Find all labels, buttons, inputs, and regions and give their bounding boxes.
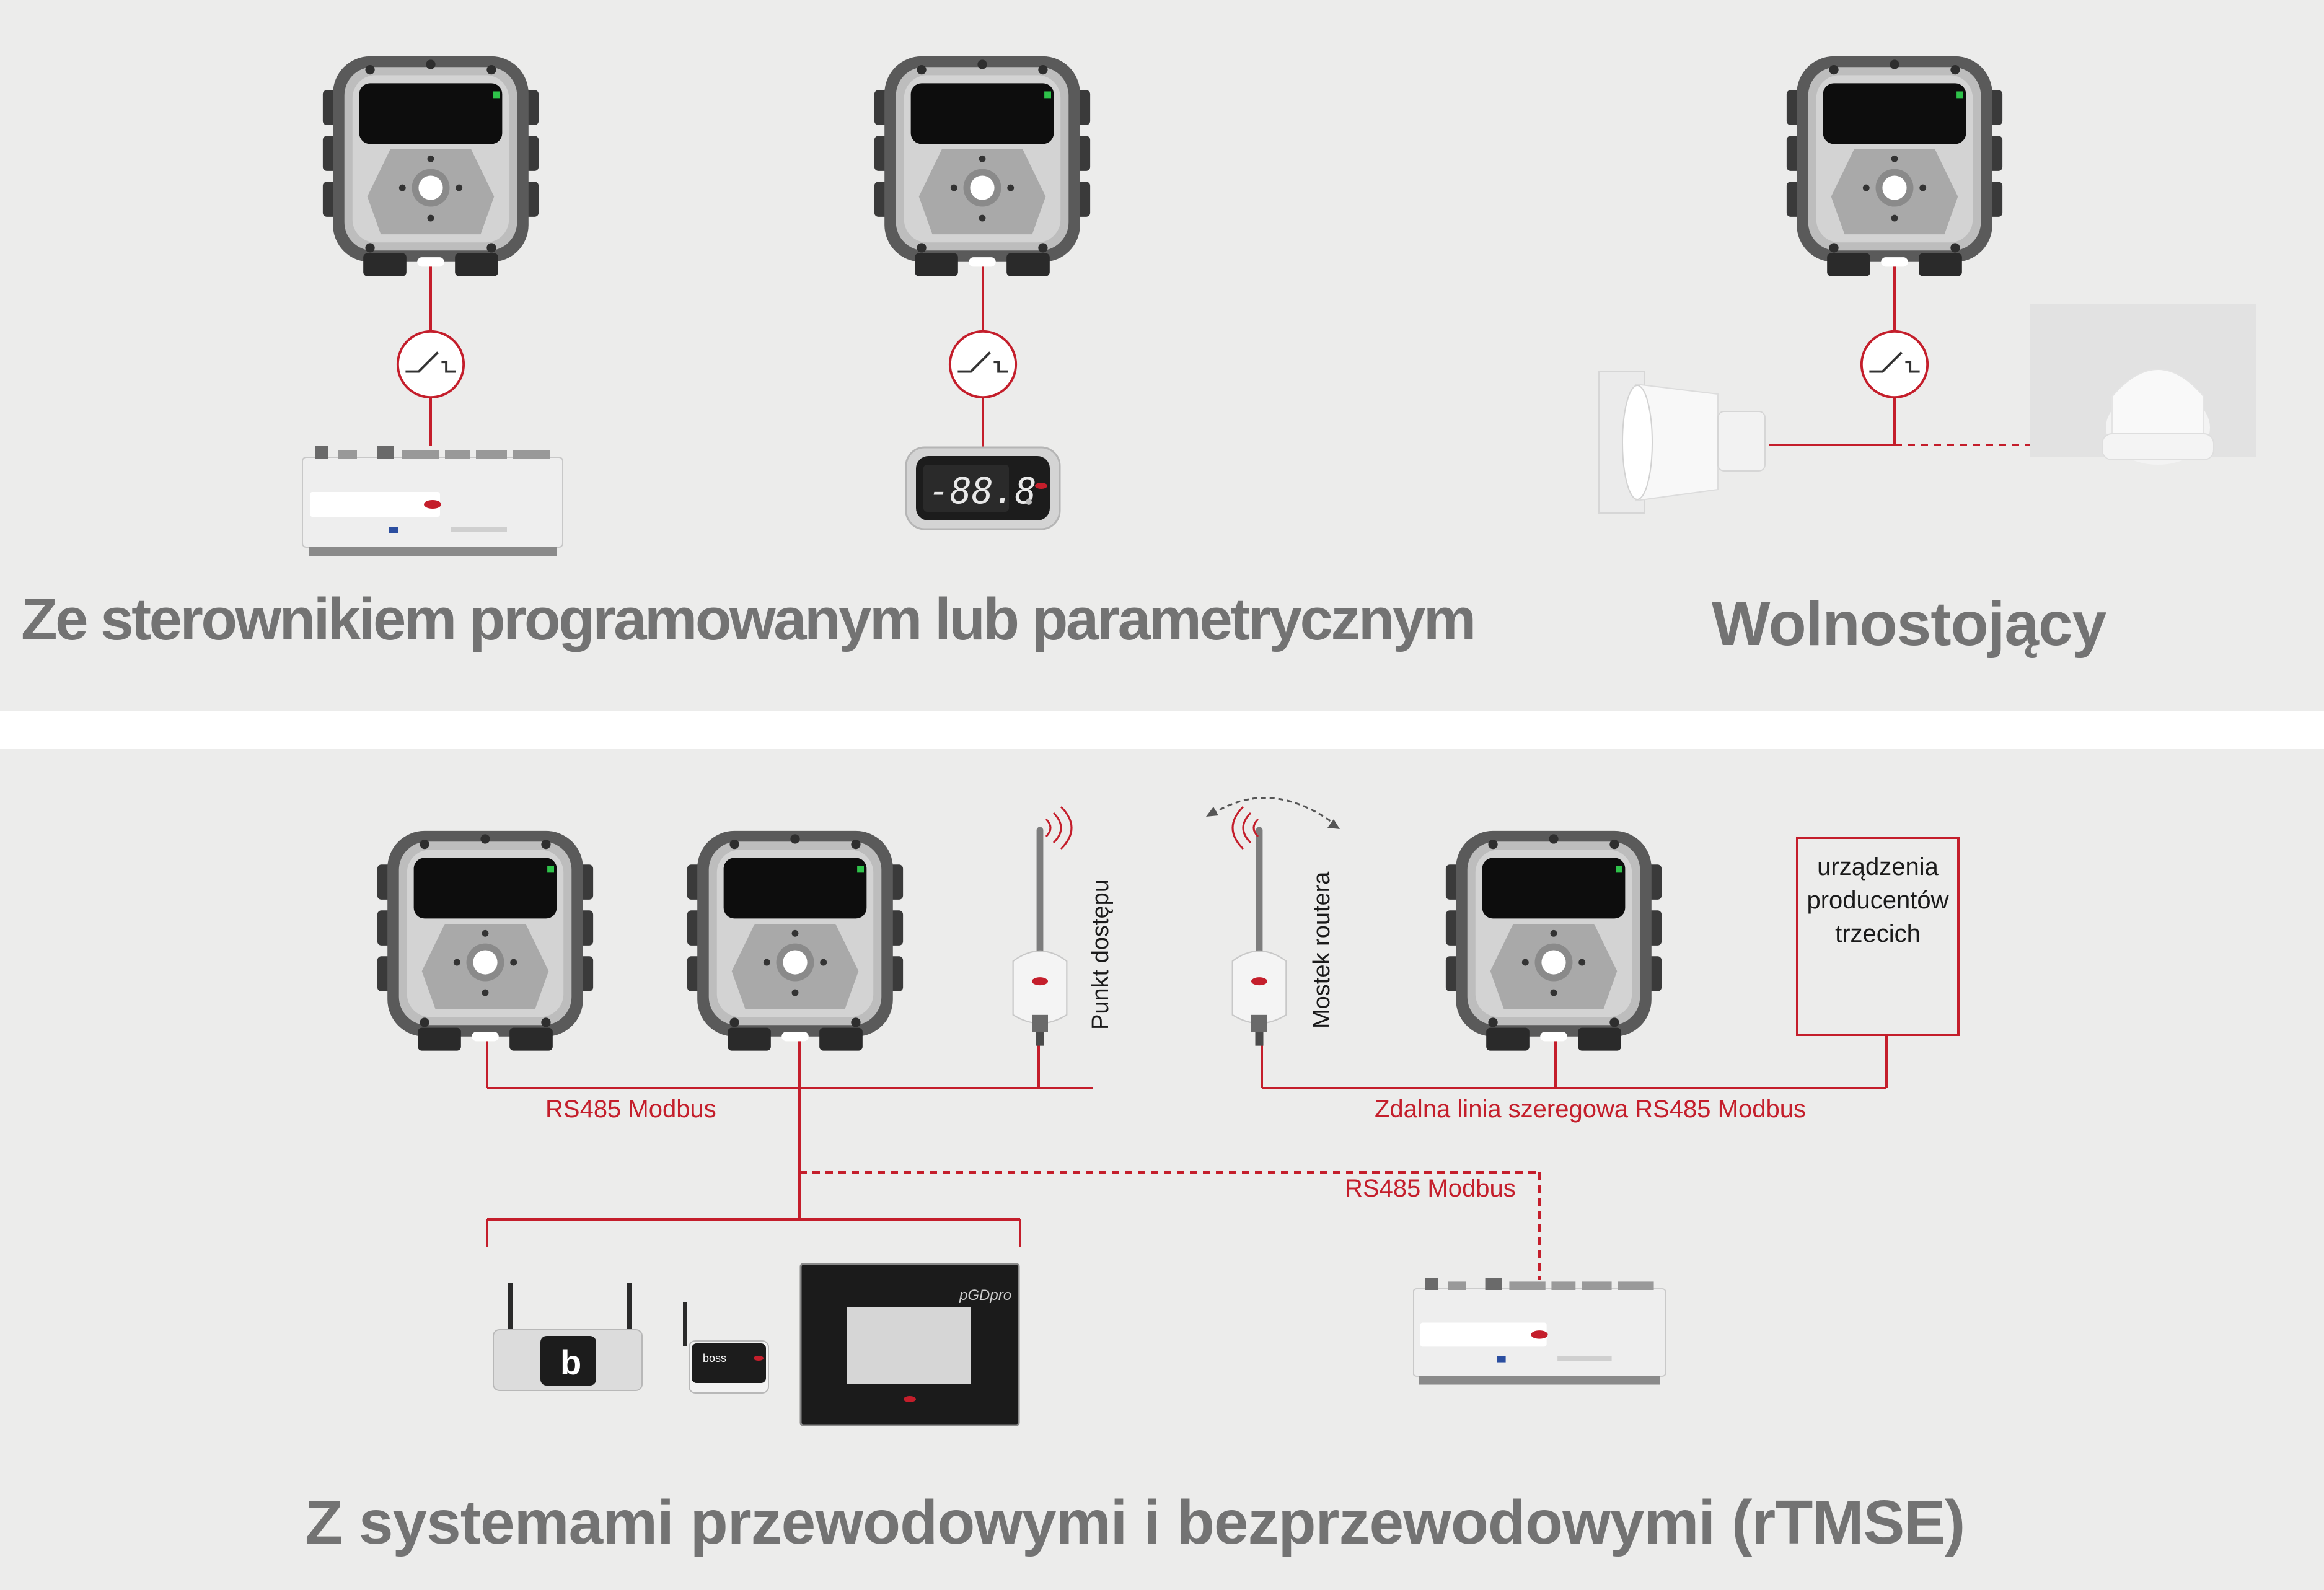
router-bridge-label: Mostek routera — [1309, 871, 1335, 1029]
relay-contact-icon — [396, 330, 465, 399]
touch-terminal-icon: pGDpro — [799, 1263, 1020, 1426]
parametric-display-controller-icon: -88.8 — [905, 446, 1061, 530]
boss-label: boss — [703, 1352, 726, 1364]
remote-serial-line-label: Zdalna linia szeregowa RS485 Modbus — [1375, 1096, 1806, 1123]
rs485-modbus-dashed-label: RS485 Modbus — [1345, 1175, 1516, 1202]
gas-leak-detector-icon — [874, 56, 1091, 276]
display-value: -88.8 — [928, 470, 1037, 512]
signal-waves-icon — [1045, 806, 1073, 850]
gas-leak-detector-icon — [1445, 830, 1662, 1051]
signal-waves-icon — [1231, 806, 1259, 850]
svg-text:b: b — [560, 1343, 581, 1382]
rs485-modbus-label: RS485 Modbus — [545, 1096, 716, 1123]
gas-leak-detector-icon — [377, 830, 594, 1051]
supervisor-gateway-icon: boss — [683, 1302, 769, 1394]
wireless-antenna-icon — [1012, 826, 1068, 1047]
third-party-devices-box: urządzenia producentów trzecich — [1796, 837, 1960, 1036]
gas-leak-detector-icon — [322, 56, 539, 276]
wireless-antenna-icon — [1231, 826, 1287, 1047]
pgd-label: pGDpro — [959, 1287, 1011, 1304]
section-heading-controller: Ze sterownikiem programowanym lub parame… — [21, 586, 1476, 652]
supervisor-gateway-icon: b — [493, 1283, 643, 1391]
roaming-arrow-icon — [1212, 797, 1336, 825]
third-party-devices-label: urządzenia producentów trzecich — [1807, 853, 1949, 947]
din-rail-controller-icon — [1413, 1278, 1666, 1386]
relay-contact-icon — [1860, 330, 1929, 399]
section-heading-standalone: Wolnostojący — [1712, 589, 2106, 659]
systems-diagram: b boss pGDpro — [377, 797, 1888, 1426]
section-heading-systems: Z systemami przewodowymi i bezprzewodowy… — [305, 1488, 1965, 1557]
access-point-label: Punkt dostępu — [1088, 879, 1114, 1030]
din-rail-controller-icon — [302, 446, 563, 556]
gas-leak-detector-icon — [1786, 56, 2003, 276]
standalone-diagram: -88.8 — [302, 56, 2256, 556]
gas-leak-detector-icon — [687, 830, 904, 1051]
relay-contact-icon — [948, 330, 1018, 399]
warning-beacon-icon — [2030, 304, 2256, 465]
horn-siren-icon — [1598, 371, 1766, 514]
